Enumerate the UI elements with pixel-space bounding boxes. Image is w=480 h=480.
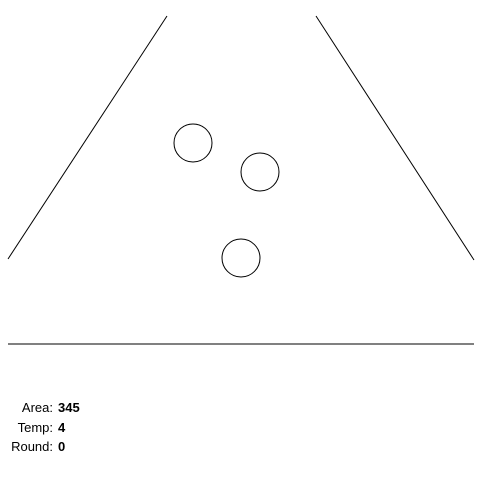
left-wall bbox=[7, 15, 168, 260]
round-label: Round: bbox=[11, 439, 53, 454]
round-value: 0 bbox=[58, 439, 66, 454]
area-value: 345 bbox=[58, 400, 80, 415]
area-label: Area: bbox=[21, 400, 53, 415]
right-wall bbox=[315, 15, 475, 261]
molecule-1[interactable] bbox=[173, 123, 213, 163]
stats-panel: Area: 345 Temp: 4 Round: 0 bbox=[6, 398, 80, 457]
molecule-3[interactable] bbox=[221, 238, 261, 278]
temp-stat: Temp: 4 bbox=[6, 418, 80, 438]
area-stat: Area: 345 bbox=[6, 398, 80, 418]
molecule-2[interactable] bbox=[240, 152, 280, 192]
temp-value: 4 bbox=[58, 419, 66, 435]
temp-label: Temp: bbox=[17, 419, 53, 435]
round-stat: Round: 0 bbox=[6, 437, 80, 457]
